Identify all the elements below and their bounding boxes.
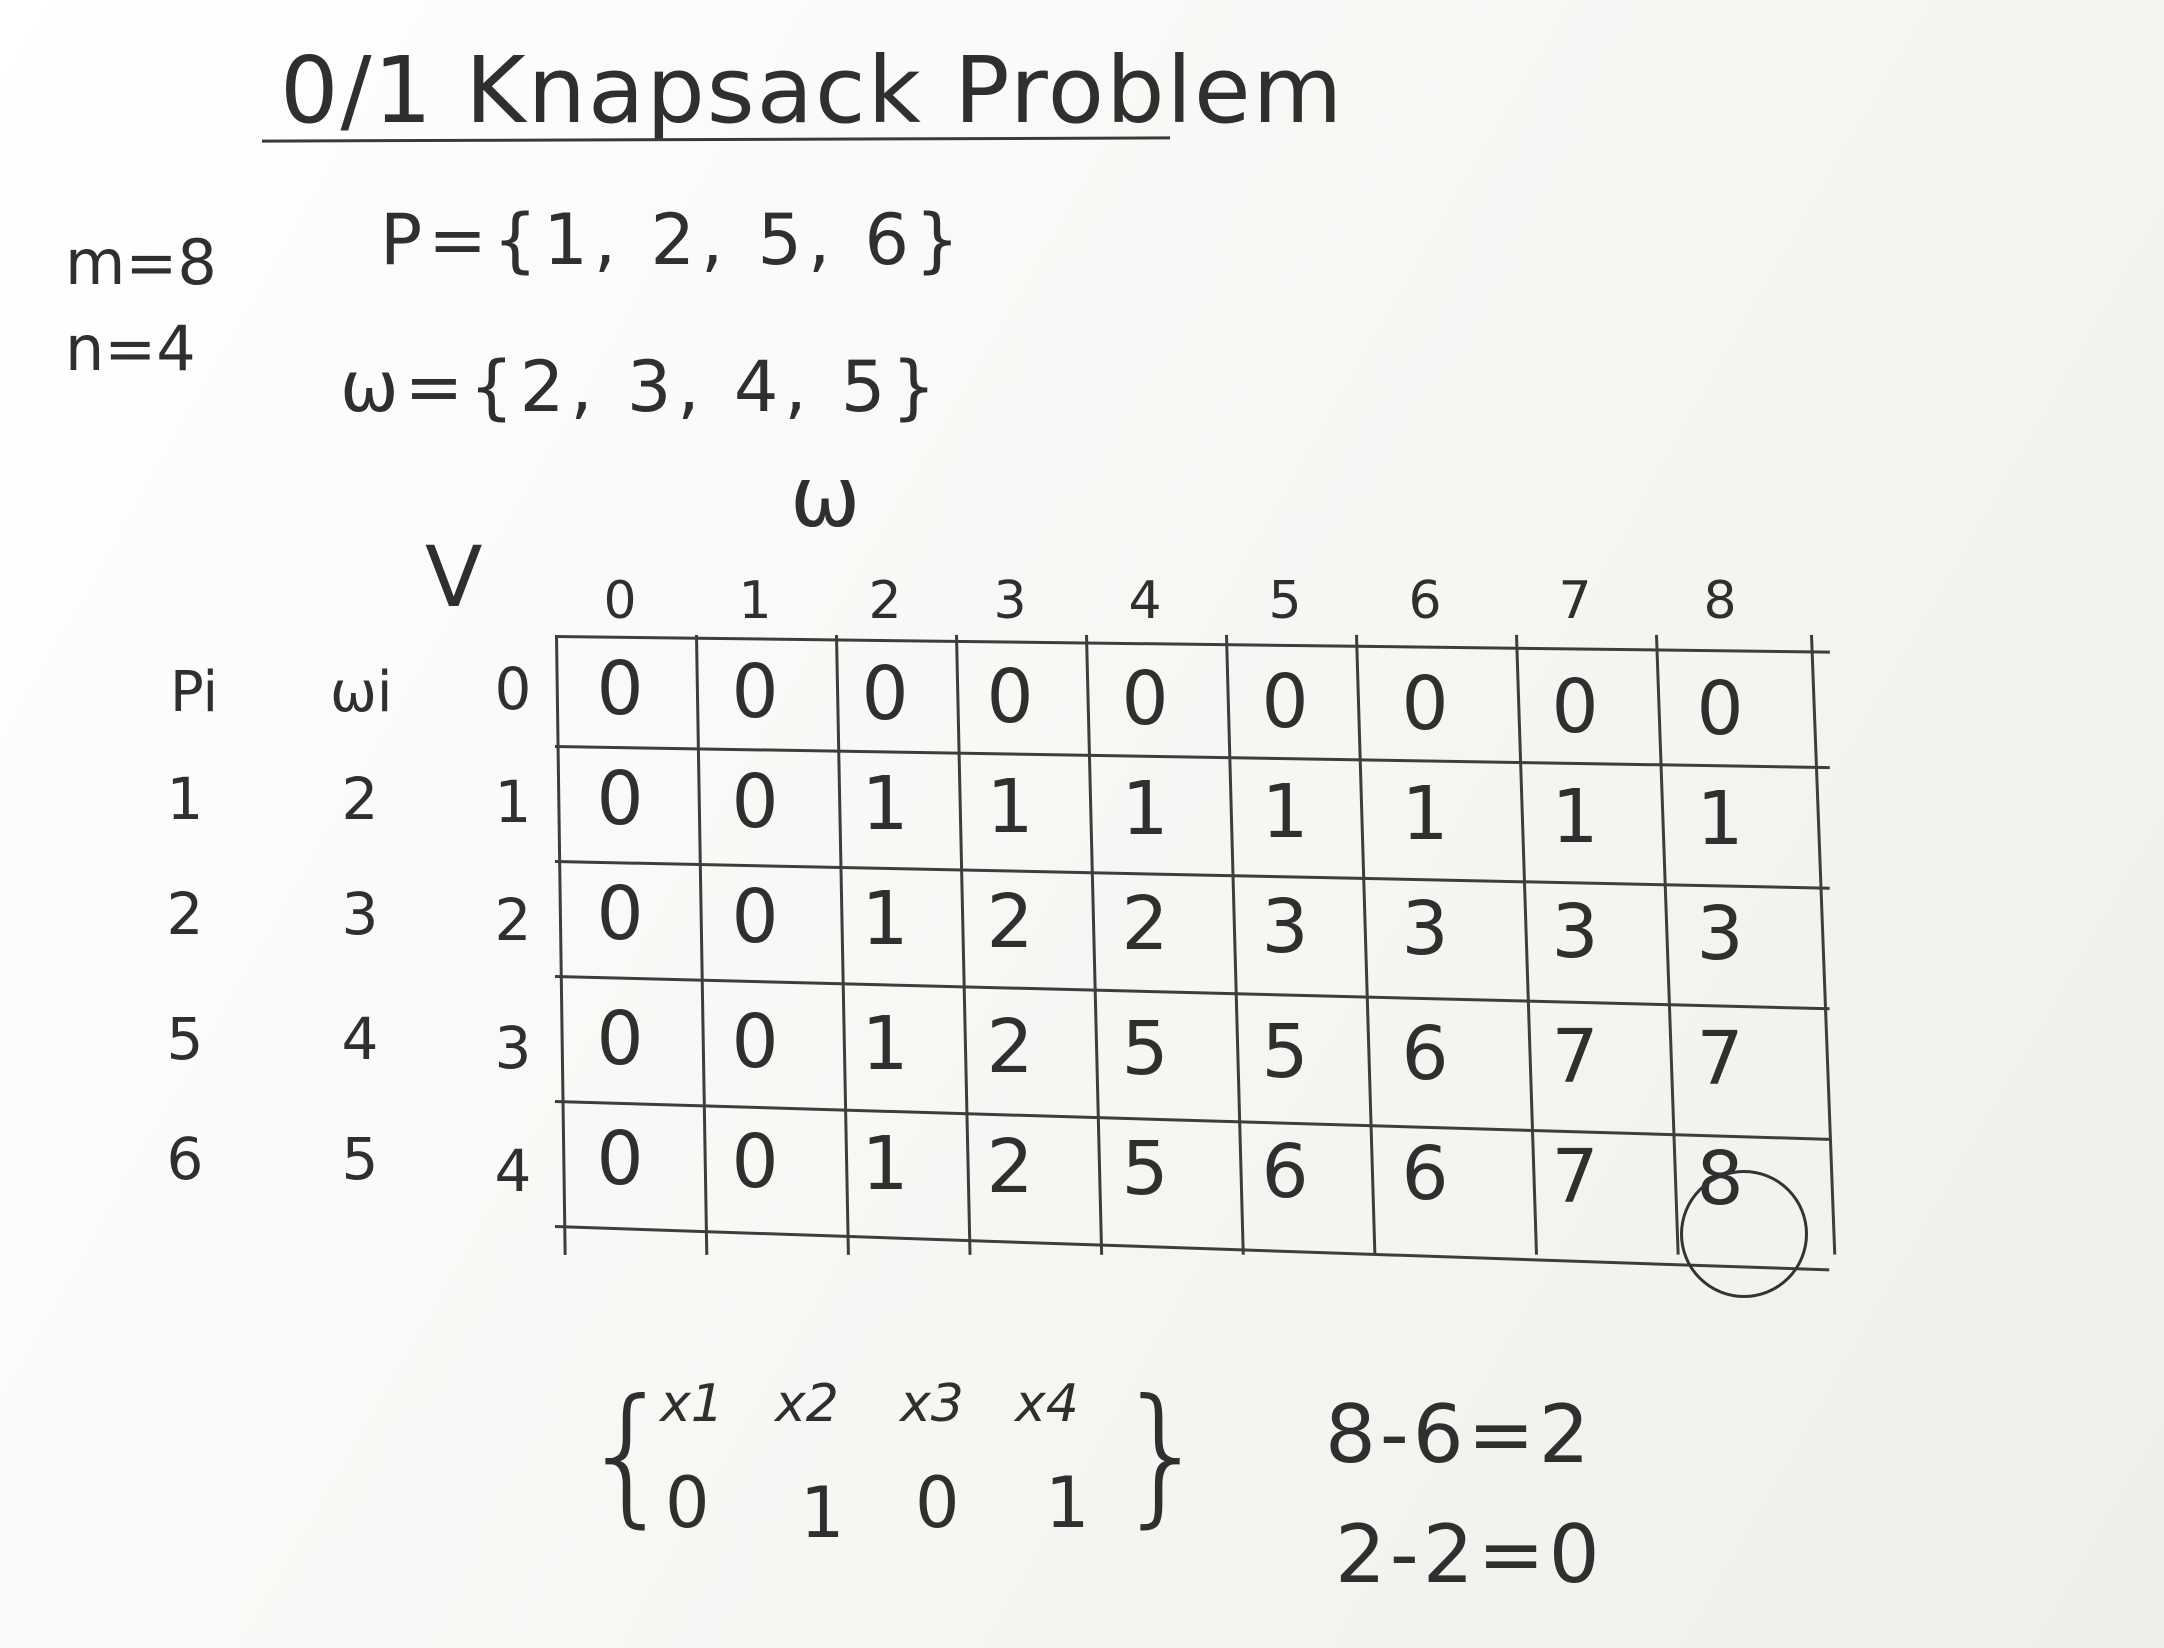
table-cell: 1 (861, 761, 909, 847)
table-cell: 0 (596, 996, 644, 1082)
table-cell: 0 (731, 758, 779, 845)
solution-value: 0 (665, 1462, 710, 1544)
table-cell: 2 (986, 1003, 1034, 1090)
table-cell: 3 (1696, 891, 1744, 977)
table-cell: 1 (1696, 776, 1744, 862)
table-cell: 0 (596, 871, 644, 957)
solution-label: x2 (775, 1374, 839, 1434)
column-header: 6 (1408, 571, 1442, 631)
table-cell: 0 (731, 648, 779, 735)
row-index: 0 (494, 655, 532, 723)
capacity-m: m=8 (65, 226, 217, 299)
table-cell: 3 (1401, 886, 1449, 972)
table-cell: 1 (1401, 771, 1449, 857)
table-cell: 0 (596, 1116, 644, 1202)
profit-set: P={1, 2, 5, 6} (380, 199, 966, 281)
table-cell: 1 (861, 1121, 909, 1207)
row-weight: 5 (341, 1125, 379, 1193)
table-cell: 5 (1261, 1008, 1309, 1095)
table-cell: 1 (1261, 768, 1309, 855)
column-header: 5 (1268, 571, 1302, 631)
table-cell: 3 (1551, 888, 1599, 975)
page-title: 0/1 Knapsack Problem (280, 37, 1345, 144)
table-cell: 2 (986, 878, 1034, 965)
table-cell: 7 (1696, 1016, 1744, 1102)
table-cell: 1 (861, 876, 909, 962)
count-n: n=4 (65, 312, 196, 385)
grid-row-line (554, 1225, 1830, 1272)
table-cell: 2 (1121, 881, 1169, 967)
grid-column-line (1810, 634, 1837, 1255)
column-header: 7 (1558, 571, 1592, 631)
column-header: 3 (993, 571, 1027, 631)
table-cell: 7 (1551, 1013, 1599, 1100)
table-cell: 0 (731, 873, 779, 960)
column-header: 4 (1128, 571, 1162, 631)
table-cell: 0 (1551, 663, 1599, 750)
table-cell: 0 (1696, 666, 1744, 752)
row-weight: 4 (341, 1005, 379, 1073)
table-cell: 5 (1121, 1006, 1169, 1092)
solution-label: x1 (660, 1374, 724, 1434)
row-index: 2 (494, 886, 532, 954)
table-cell: 6 (1261, 1128, 1309, 1215)
row-profit: 1 (166, 765, 204, 833)
table-cell: 0 (861, 651, 909, 737)
row-weight: 3 (341, 880, 379, 948)
table-cell: 0 (596, 756, 644, 842)
calc-line-2: 2-2=0 (1335, 1508, 1604, 1601)
solution-label: x4 (1015, 1374, 1079, 1434)
table-cell: 7 (1551, 1133, 1599, 1220)
table-cell: 1 (1121, 766, 1169, 852)
solution-value: 1 (800, 1472, 845, 1554)
table-cell: 0 (596, 646, 644, 732)
table-cell: 5 (1121, 1126, 1169, 1212)
wi-header: ωi (330, 660, 393, 725)
table-cell: 1 (861, 1001, 909, 1087)
table-cell: 0 (1261, 658, 1309, 745)
row-index: 4 (494, 1137, 532, 1205)
row-profit: 2 (166, 880, 204, 948)
table-cell: 2 (986, 1123, 1034, 1210)
table-cell: 0 (1121, 656, 1169, 742)
table-cell: 6 (1401, 1131, 1449, 1217)
column-header: 0 (603, 571, 637, 631)
table-cell: 0 (731, 998, 779, 1085)
table-cell: 1 (986, 763, 1034, 850)
table-cell: 3 (1261, 883, 1309, 970)
pi-header: Pi (170, 660, 219, 725)
column-header: 2 (868, 571, 902, 631)
solution-label: x3 (900, 1374, 964, 1434)
row-weight: 2 (341, 765, 379, 833)
left-brace: { (580, 1368, 676, 1542)
table-cell: 1 (1551, 773, 1599, 860)
weight-set: ω={2, 3, 4, 5} (340, 346, 942, 428)
row-index: 3 (494, 1014, 532, 1082)
solution-value: 1 (1045, 1462, 1090, 1544)
table-cell: 0 (731, 1118, 779, 1205)
table-cell: 0 (986, 653, 1034, 740)
solution-value: 0 (915, 1462, 960, 1544)
table-cell: 0 (1401, 661, 1449, 747)
row-profit: 6 (166, 1125, 204, 1193)
table-cell: 6 (1401, 1011, 1449, 1097)
column-header: 1 (738, 571, 772, 631)
value-axis-label: V (425, 528, 483, 626)
answer-circle (1680, 1170, 1808, 1298)
calc-line-1: 8-6=2 (1325, 1388, 1594, 1481)
row-profit: 5 (166, 1005, 204, 1073)
right-brace: } (1115, 1368, 1211, 1542)
row-index: 1 (494, 768, 532, 836)
column-header: 8 (1703, 571, 1737, 631)
weight-axis-label: ω (790, 448, 861, 546)
